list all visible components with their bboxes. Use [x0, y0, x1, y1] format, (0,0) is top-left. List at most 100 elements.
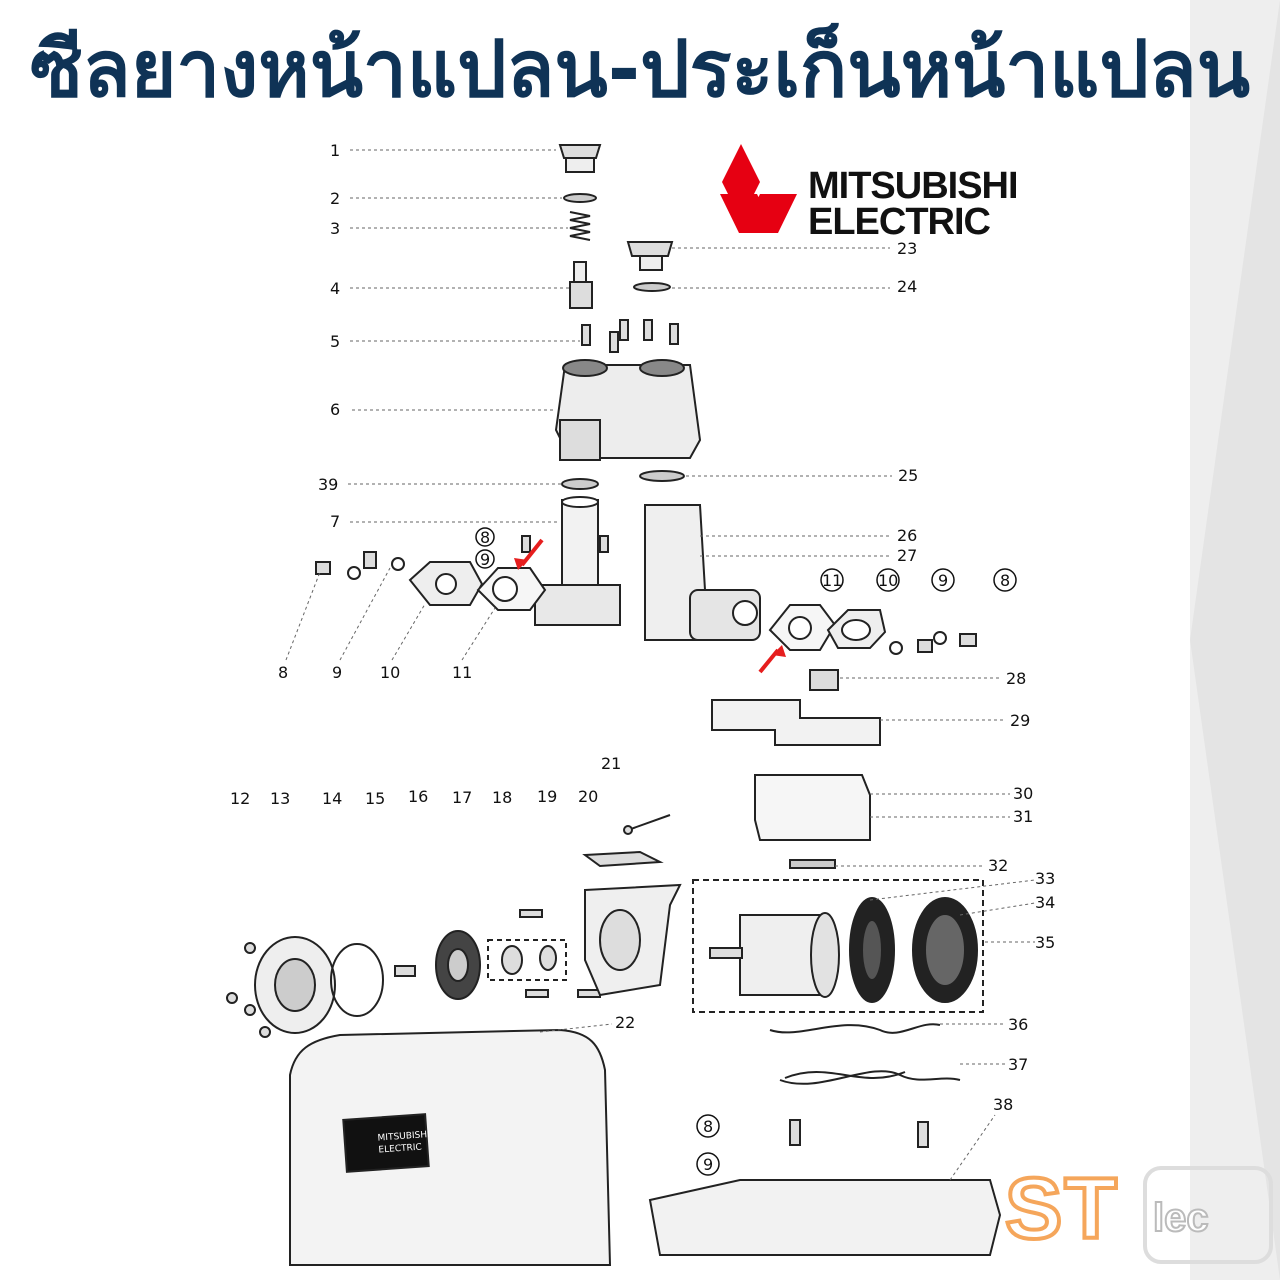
part-39-oring: [561, 478, 599, 490]
label-36: 36: [1008, 1015, 1028, 1034]
part-35-fan-cover: [912, 897, 978, 1003]
part-16-impeller: [435, 930, 481, 1000]
part-23-check-valve: [626, 241, 674, 271]
part-10-flange-left: [408, 561, 484, 606]
label-23: 23: [897, 239, 917, 258]
part-3-spring: [569, 211, 591, 241]
page-title: ซีลยางหน้าแปลน-ประเก็นหน้าแปลน: [29, 25, 1251, 115]
part-17-mechanical-seal: [501, 945, 557, 975]
label-18: 18: [492, 788, 512, 807]
label-12: 12: [230, 789, 250, 808]
part-17-seal-group: [487, 939, 567, 981]
label-28: 28: [1006, 669, 1026, 688]
label-11-left: 11: [452, 663, 472, 682]
part-1-cap: [558, 144, 602, 173]
part-29-terminal-box: [711, 699, 881, 746]
label-24: 24: [897, 277, 917, 296]
label-32: 32: [988, 856, 1008, 875]
circled-label-8-top: 8: [475, 527, 495, 547]
label-6: 6: [330, 400, 340, 419]
svg-text:8: 8: [480, 528, 490, 547]
part-20-plate: [582, 850, 664, 868]
svg-text:9: 9: [703, 1155, 713, 1174]
label-13: 13: [270, 789, 290, 808]
part-8-bolt-top: [521, 535, 609, 553]
part-19-bracket: [584, 883, 682, 997]
part-5-bolts: [581, 319, 679, 353]
part-13-casing-cover: [254, 936, 336, 1034]
label-25: 25: [898, 466, 918, 485]
part-8-bolt-left: [315, 561, 331, 575]
part-30-capacitor-cover: [754, 774, 871, 841]
label-22: 22: [615, 1013, 635, 1032]
svg-text:9: 9: [938, 571, 948, 590]
part-14-oring-large: [330, 943, 384, 1017]
label-17: 17: [452, 788, 472, 807]
background-triangle: [1190, 0, 1280, 1280]
mitsubishi-logo-icon: [720, 144, 797, 233]
part-11-gasket-left: [476, 567, 547, 611]
circled-label-10-right: 10: [876, 568, 900, 592]
circled-label-8-base: 8: [696, 1114, 720, 1138]
part-33-motor: [709, 912, 840, 998]
part-28-switch: [809, 669, 839, 691]
label-7: 7: [330, 512, 340, 531]
part-21-sensor: [623, 814, 671, 835]
label-21: 21: [601, 754, 621, 773]
nameplate-line2: ELECTRIC: [378, 1143, 422, 1156]
label-35: 35: [1035, 933, 1055, 952]
stlec-watermark-logo: ST lec: [1003, 1159, 1273, 1264]
label-1: 1: [330, 141, 340, 160]
highlight-arrow-right-icon: [758, 645, 786, 674]
part-38-base: [648, 1119, 1002, 1256]
label-10-left: 10: [380, 663, 400, 682]
label-26: 26: [897, 526, 917, 545]
label-16: 16: [408, 787, 428, 806]
label-9-left: 9: [332, 663, 342, 682]
circled-label-9-right: 9: [931, 568, 955, 592]
label-31: 31: [1013, 807, 1033, 826]
circled-label-9-top: 9: [475, 549, 495, 569]
part-number-labels: 1 2 3 4 5 6 39 7 8 9 10 11 8 9 11 10 9: [230, 141, 1055, 1176]
label-5: 5: [330, 332, 340, 351]
svg-text:9: 9: [480, 550, 490, 569]
svg-text:8: 8: [703, 1117, 713, 1136]
part-22-cover: [289, 1028, 612, 1266]
circled-label-9-base: 9: [696, 1152, 720, 1176]
label-15: 15: [365, 789, 385, 808]
part-8-bolt-right: [959, 633, 977, 647]
label-34: 34: [1035, 893, 1055, 912]
label-38: 38: [993, 1095, 1013, 1114]
part-12-bolts: [226, 942, 271, 1038]
part-6-pump-housing: [554, 359, 702, 461]
label-39: 39: [318, 475, 338, 494]
part-32-gasket-box: [789, 859, 836, 869]
part-25-oring: [639, 470, 685, 482]
title-banner: ซีลยางหน้าแปลน-ประเก็นหน้าแปลน: [0, 0, 1280, 140]
part-37-power-cord: [779, 1070, 961, 1085]
label-29: 29: [1010, 711, 1030, 730]
label-3: 3: [330, 219, 340, 238]
label-20: 20: [578, 787, 598, 806]
part-4-valve: [569, 261, 593, 309]
label-2: 2: [330, 189, 340, 208]
part-7-body-left: [534, 496, 621, 626]
part-9-washer-left: [347, 551, 405, 580]
part-26-body-right: [644, 504, 761, 641]
part-34-fan: [849, 897, 895, 1003]
label-8-left: 8: [278, 663, 288, 682]
label-4: 4: [330, 279, 340, 298]
motor-group-box: [692, 879, 984, 1013]
part-15-nut: [394, 965, 416, 977]
watermark-st: ST: [1003, 1159, 1119, 1259]
watermark-box: [1143, 1166, 1273, 1264]
nameplate-line1: MITSUBISHI: [377, 1130, 430, 1144]
label-27: 27: [897, 546, 917, 565]
label-14: 14: [322, 789, 342, 808]
svg-text:8: 8: [1000, 571, 1010, 590]
part-9-washer-right: [889, 631, 947, 655]
highlight-arrow-left-icon: [514, 538, 544, 570]
label-37: 37: [1008, 1055, 1028, 1074]
part-10-flange-right: [826, 609, 887, 649]
